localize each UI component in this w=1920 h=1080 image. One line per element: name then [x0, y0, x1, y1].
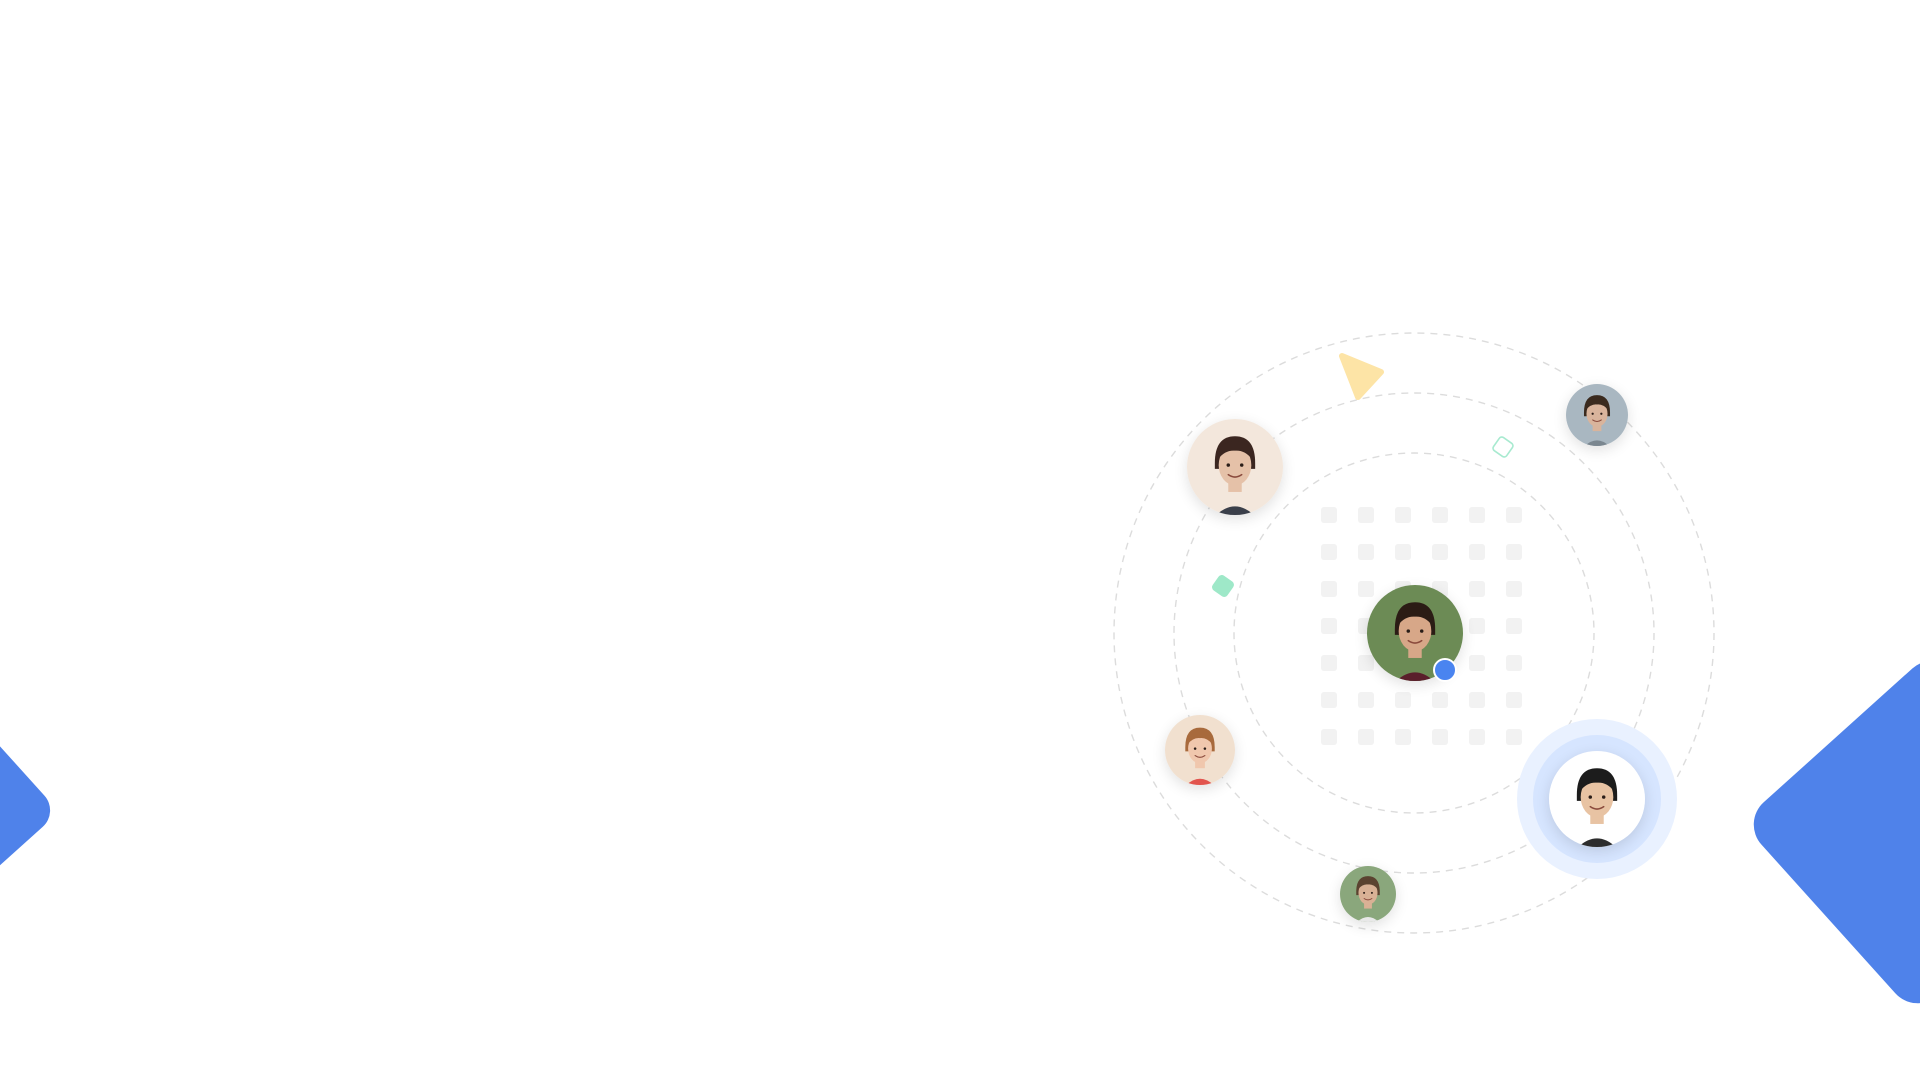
mint-square-filled — [1212, 575, 1234, 597]
grid-square — [1358, 581, 1374, 597]
orbit-ring-middle — [1173, 392, 1655, 874]
grid-square — [1506, 692, 1522, 708]
grid-square — [1432, 692, 1448, 708]
grid-square — [1469, 544, 1485, 560]
orbit-ring-inner — [1233, 452, 1595, 814]
grid-square — [1321, 507, 1337, 523]
grid-square — [1321, 581, 1337, 597]
grid-square — [1469, 729, 1485, 745]
grid-square — [1358, 655, 1374, 671]
avatar-center-man[interactable] — [1367, 585, 1463, 681]
grid-square — [1469, 655, 1485, 671]
avatar-featured-man[interactable] — [1549, 751, 1645, 847]
orbit-ring-outer — [1113, 332, 1715, 934]
grid-square — [1395, 544, 1411, 560]
grid-square — [1432, 729, 1448, 745]
mint-square-outline — [1492, 436, 1514, 458]
grid-square — [1506, 507, 1522, 523]
online-status-dot — [1433, 658, 1457, 682]
grid-square — [1321, 655, 1337, 671]
grid-square — [1506, 544, 1522, 560]
portrait — [1165, 715, 1235, 785]
grid-square — [1432, 544, 1448, 560]
grid-square — [1506, 655, 1522, 671]
grid-square — [1469, 618, 1485, 634]
grid-square — [1358, 544, 1374, 560]
portrait — [1340, 866, 1396, 922]
grid-square — [1395, 507, 1411, 523]
grid-square — [1506, 581, 1522, 597]
portrait — [1367, 585, 1463, 681]
grid-square — [1469, 692, 1485, 708]
portrait — [1187, 419, 1283, 515]
grid-square — [1469, 581, 1485, 597]
avatar-woman-smiling[interactable] — [1165, 715, 1235, 785]
portrait — [1566, 384, 1628, 446]
avatar-man-top-right[interactable] — [1566, 384, 1628, 446]
grid-square — [1358, 692, 1374, 708]
grid-square — [1469, 507, 1485, 523]
portrait — [1549, 751, 1645, 847]
grid-square — [1395, 729, 1411, 745]
grid-square — [1432, 507, 1448, 523]
grid-square — [1321, 692, 1337, 708]
grid-square — [1321, 729, 1337, 745]
grid-square — [1321, 618, 1337, 634]
grid-square — [1358, 729, 1374, 745]
grid-square — [1395, 692, 1411, 708]
grid-square — [1506, 618, 1522, 634]
grid-square — [1506, 729, 1522, 745]
grid-square — [1321, 544, 1337, 560]
avatar-woman-dark-hair[interactable] — [1187, 419, 1283, 515]
grid-square — [1358, 507, 1374, 523]
yellow-triangle-shape — [1339, 353, 1384, 400]
avatar-man-bottom[interactable] — [1340, 866, 1396, 922]
